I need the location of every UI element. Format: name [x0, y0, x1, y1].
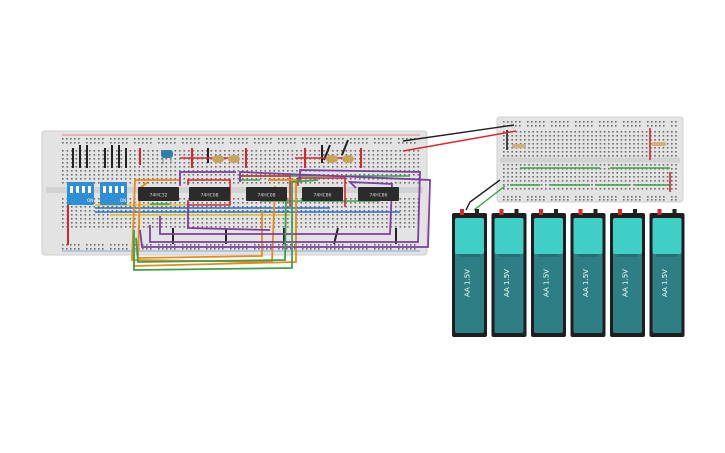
right-board-wires	[506, 128, 671, 192]
battery-holder-3: AA 1.5V	[531, 209, 566, 337]
dip-switch-1[interactable]: ON	[67, 182, 94, 205]
ic-chip-1: 74HC32	[138, 187, 179, 201]
battery-holder-5: AA 1.5V	[610, 209, 645, 337]
dip-switch-2[interactable]: ON	[100, 182, 127, 205]
ic-chip-3: 74HC08	[246, 187, 287, 201]
ic-chip-3-label: 74HC08	[258, 193, 276, 199]
resistor-right-2	[652, 142, 666, 146]
battery-label: AA 1.5V	[582, 269, 590, 297]
ic-chip-4: 74HC86	[302, 187, 343, 201]
battery-bank: AA 1.5V AA 1.5V AA 1.5V AA 1.5V AA 1.5V AA 1.…	[452, 209, 685, 337]
resistor-pair-1	[212, 155, 240, 163]
ic-chip-2: 74HC08	[189, 187, 230, 201]
dip-switch-1-label: ON	[87, 198, 93, 203]
ic-chip-4-label: 74HC86	[314, 193, 332, 199]
right-breadboard	[496, 116, 684, 203]
resistor-pair-2	[326, 155, 354, 163]
loop-wires	[131, 169, 431, 271]
battery-label: AA 1.5V	[543, 269, 551, 297]
battery-label: AA 1.5V	[661, 269, 669, 297]
jumper-wire	[341, 139, 349, 156]
ic-chip-5-label: 74HC86	[370, 193, 388, 199]
resistor-right-1	[512, 144, 526, 148]
battery-holder-2: AA 1.5V	[491, 209, 527, 337]
battery-holder-1: AA 1.5V	[452, 209, 487, 337]
ic-chip-1-label: 74HC32	[150, 193, 168, 199]
dip-switch-2-label: ON	[120, 198, 126, 203]
battery-holder-4: AA 1.5V	[570, 209, 606, 337]
capacitor	[161, 150, 173, 164]
battery-label: AA 1.5V	[622, 269, 630, 297]
battery-label: AA 1.5V	[464, 269, 472, 297]
battery-holder-6: AA 1.5V	[649, 209, 685, 337]
ic-chip-5: 74HC86	[358, 187, 399, 201]
board-link-wires	[402, 124, 517, 211]
right-breadboard-holes	[503, 121, 677, 201]
battery-label: AA 1.5V	[503, 269, 511, 297]
ic-chip-2-label: 74HC08	[201, 193, 219, 199]
